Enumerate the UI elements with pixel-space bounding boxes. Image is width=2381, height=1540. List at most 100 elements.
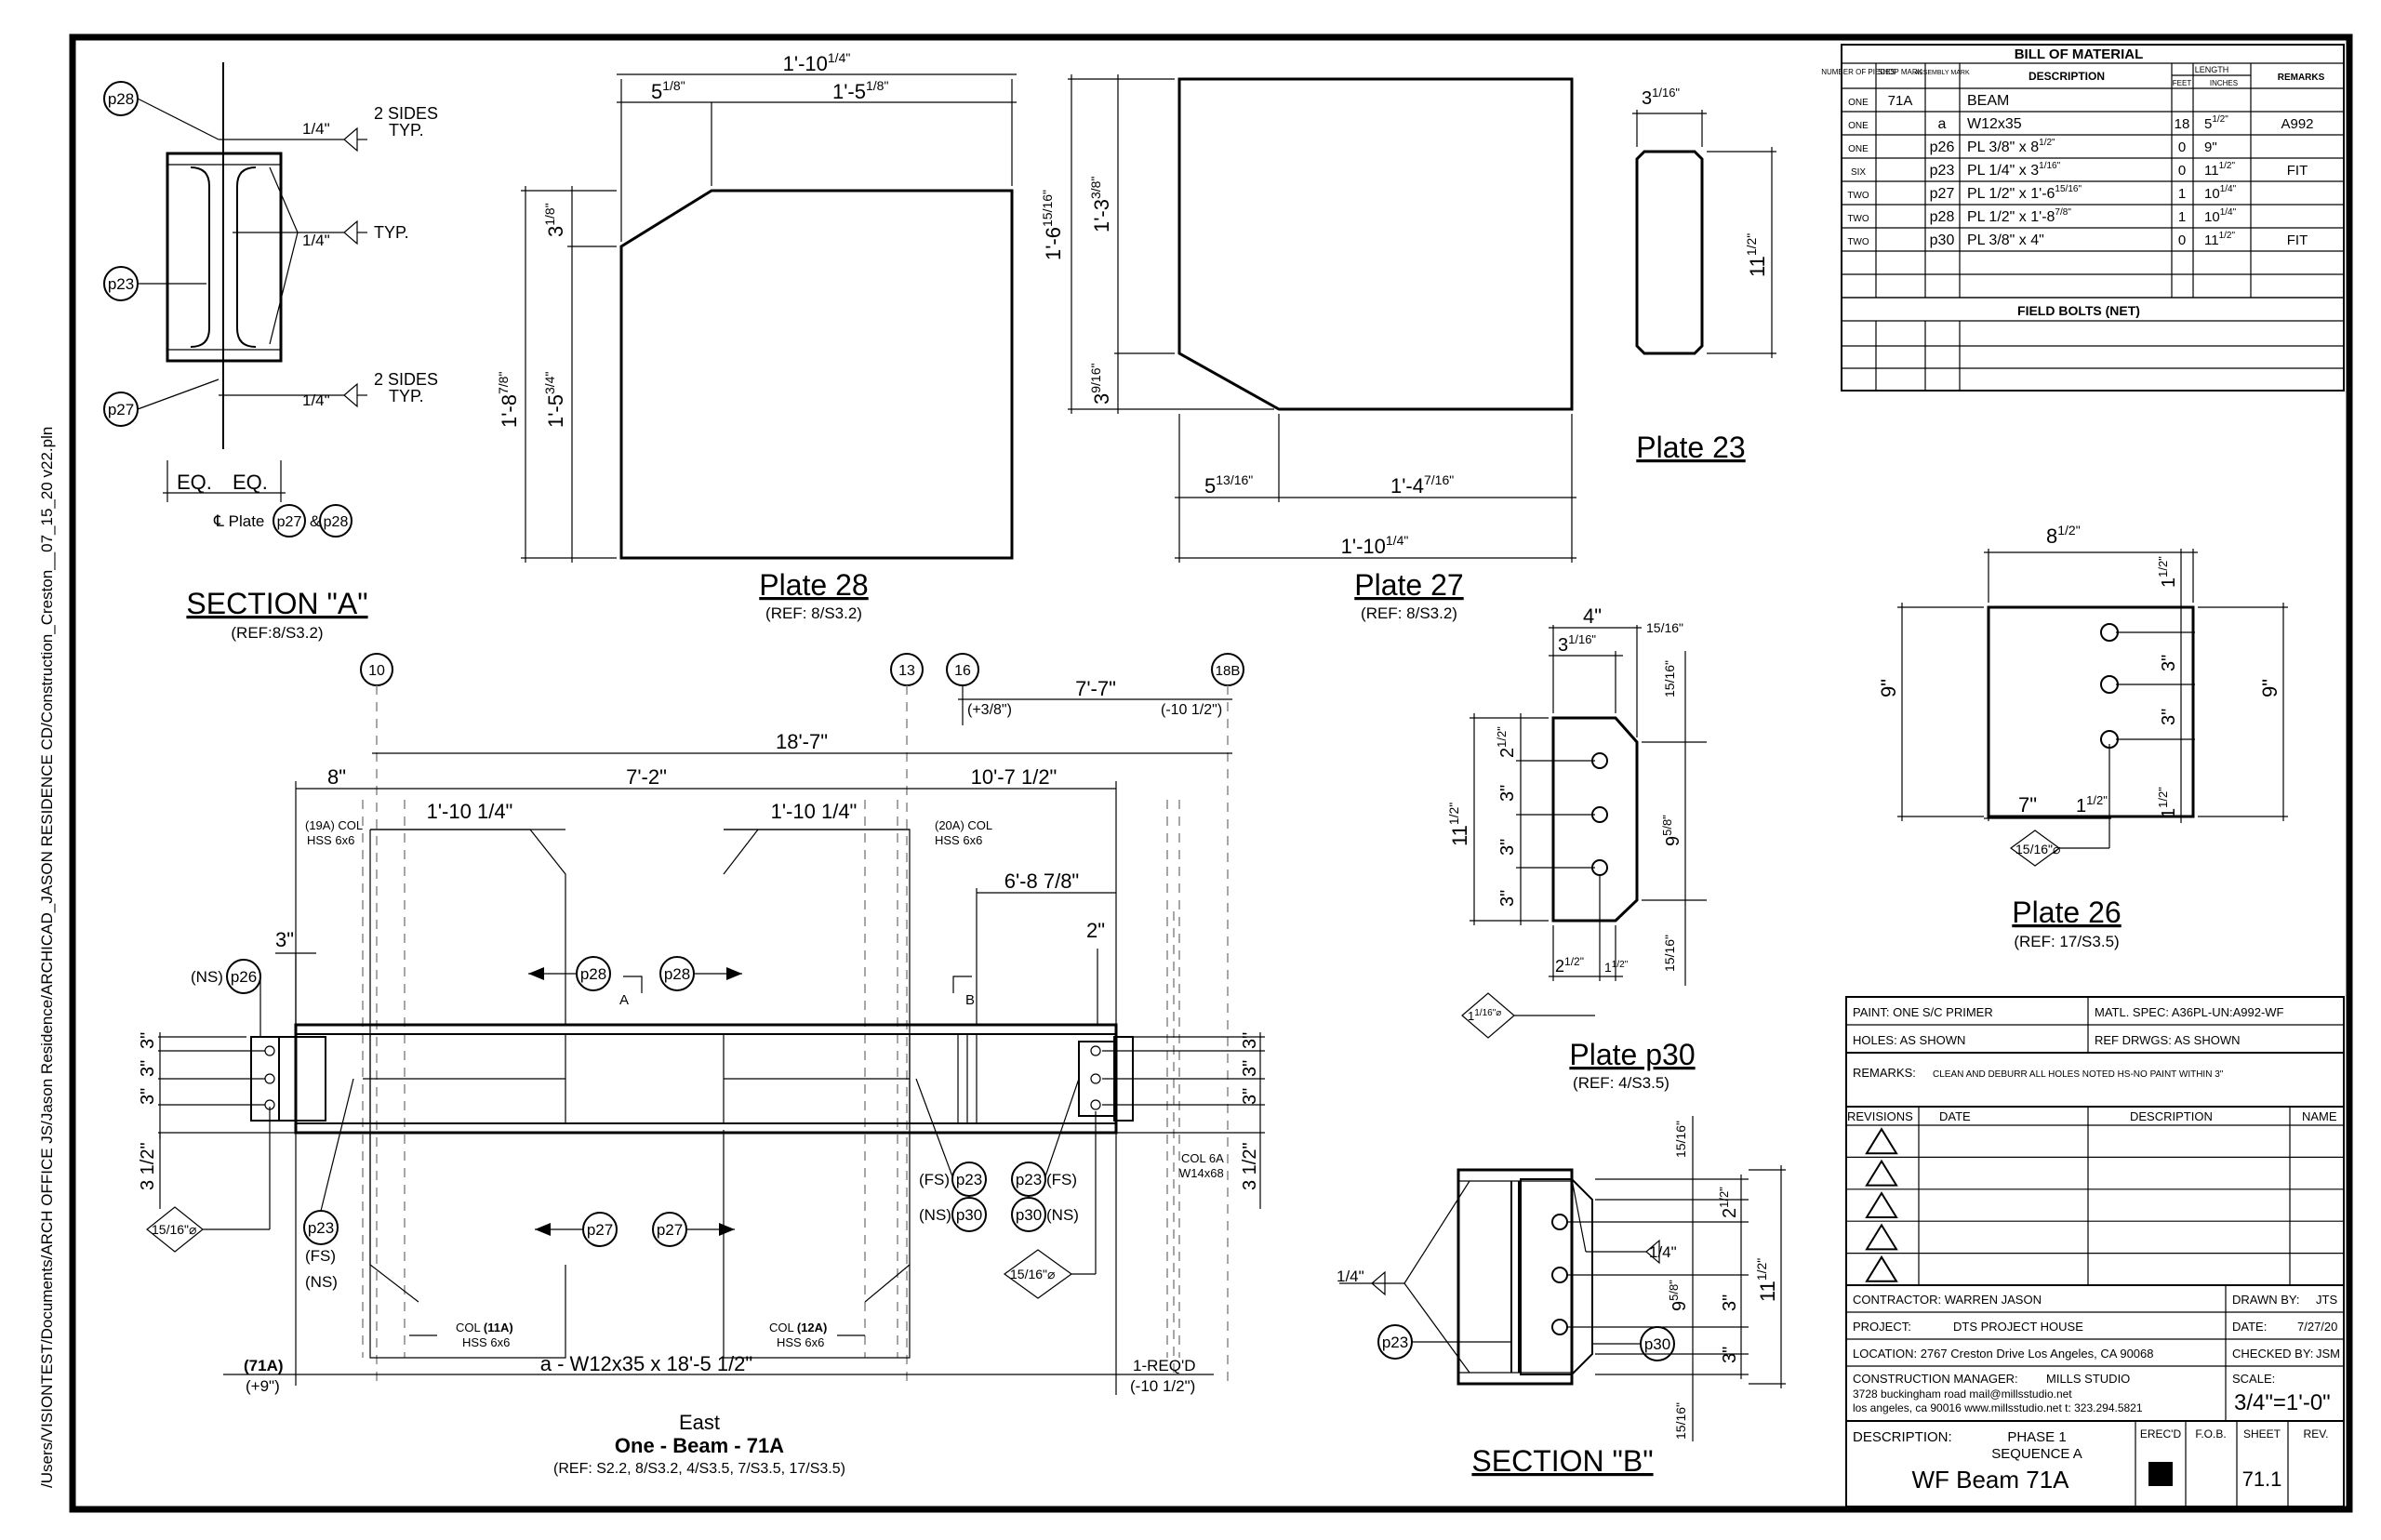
dim: 15/16" — [1646, 620, 1683, 635]
dim: 3 1/2" — [1240, 1142, 1260, 1190]
plate26-title: Plate 26 — [2012, 896, 2121, 929]
bom-inches: 101/4" — [2204, 207, 2237, 225]
dim: 3" — [138, 1088, 158, 1105]
req-offset: (-10 1/2") — [1130, 1377, 1195, 1395]
bom-cell: FIT — [2287, 232, 2308, 248]
bom-description: W12x35 — [1967, 116, 2022, 132]
callout-p28: p28 — [664, 965, 690, 983]
cl-p27: p27 — [277, 514, 302, 530]
bom-header: LENGTH — [2195, 65, 2229, 74]
dim: 11/2" — [2156, 787, 2179, 818]
bom-inches: 111/2" — [2204, 231, 2235, 248]
eq-dim: EQ. — [233, 471, 268, 494]
bom-cell: FIT — [2287, 163, 2308, 179]
dim: 11/2" — [2076, 793, 2108, 816]
weld-size: 1/4" — [1649, 1243, 1677, 1261]
cm-name: MILLS STUDIO — [2046, 1372, 2130, 1386]
dim: 8" — [327, 765, 346, 789]
bom-description: PL 1/4" x 31/16" — [1967, 161, 2061, 179]
rev-header: REVISIONS — [1847, 1109, 1913, 1123]
dim: 39/16" — [1088, 364, 1113, 405]
cm-address: los angeles, ca 90016 www.millsstudio.ne… — [1853, 1401, 2143, 1414]
sheet-number: 71.1 — [2242, 1467, 2282, 1491]
weld-note: 2 SIDES — [374, 370, 438, 389]
bom-cell: ONE — [1848, 98, 1869, 108]
callout-p23: p23 — [1382, 1334, 1408, 1351]
revision-triangle-icon — [1865, 1223, 1898, 1251]
dim: 7" — [2018, 793, 2037, 816]
dim: 1'-10 1/4" — [427, 800, 513, 823]
bom-cell: 1 — [2178, 186, 2186, 202]
callout-p23: p23 — [308, 1219, 334, 1237]
callout-p28: p28 — [580, 965, 606, 983]
plate-p30: 4" 31/16" 15/16" 111/2" 21/2" 3" 3" 3" 9… — [1446, 604, 1707, 1092]
dim: 95/8" — [1660, 815, 1683, 846]
col-label: (19A) COL — [305, 818, 363, 832]
grid-bubble: 13 — [898, 663, 915, 679]
cl-label: ℄ Plate — [213, 512, 264, 530]
cl-p28: p28 — [324, 514, 349, 530]
dim: 111/2" — [1744, 233, 1769, 277]
scale: 3/4"=1'-0" — [2234, 1390, 2331, 1415]
location: LOCATION: 2767 Creston Drive Los Angeles… — [1853, 1347, 2153, 1361]
col-label: HSS 6x6 — [307, 833, 354, 847]
bom-description: BEAM — [1967, 93, 2009, 109]
dim: 31/16" — [1642, 86, 1680, 109]
bom-cell: p26 — [1930, 139, 1955, 155]
callout-p27: p27 — [657, 1221, 683, 1239]
dim: 15/16" — [1673, 1402, 1688, 1440]
erecd-label: EREC'D — [2140, 1427, 2182, 1440]
weld-size: 1/4" — [302, 232, 330, 249]
dim: (+3/8") — [967, 702, 1012, 718]
drawing-name: WF Beam 71A — [1911, 1466, 2069, 1494]
file-path: /Users/VISIONTEST/Documents/ARCH OFFICE … — [38, 427, 56, 1488]
req-note: 1-REQ'D — [1133, 1357, 1195, 1374]
beam-title: One - Beam - 71A — [615, 1434, 784, 1457]
contractor: CONTRACTOR: WARREN JASON — [1853, 1293, 2042, 1307]
weld-note: TYP. — [374, 223, 409, 242]
note: (FS) — [919, 1171, 950, 1188]
bom-cell: ONE — [1848, 144, 1869, 154]
dim: 1'-47/16" — [1390, 472, 1454, 498]
dim: 11/2" — [2156, 556, 2179, 588]
dim: 51/8" — [651, 78, 685, 103]
callout-p23: p23 — [108, 275, 134, 293]
dim: 1'-10 1/4" — [771, 800, 858, 823]
project-label: PROJECT: — [1853, 1320, 1911, 1334]
bom-cell: 0 — [2178, 232, 2186, 248]
bom-cell: p30 — [1930, 232, 1955, 248]
plate30-ref: (REF: 4/S3.5) — [1573, 1074, 1669, 1092]
plate28-ref: (REF: 8/S3.2) — [765, 604, 862, 622]
dim: 10'-7 1/2" — [971, 765, 1057, 789]
holes-spec: HOLES: AS SHOWN — [1853, 1033, 1965, 1047]
bom-inches: 111/2" — [2204, 161, 2235, 179]
bom-description: PL 3/8" x 4" — [1967, 232, 2044, 248]
dim: 3" — [2159, 655, 2179, 671]
bom-cell: 1 — [2178, 209, 2186, 225]
dim: 31/8" — [542, 203, 567, 237]
section-b-title: SECTION "B" — [1471, 1444, 1653, 1478]
dim: 3" — [1497, 890, 1518, 907]
bom-header: SHOP MARK — [1878, 68, 1923, 76]
dim: 111/2" — [1446, 803, 1471, 846]
callout-p27: p27 — [587, 1221, 613, 1239]
bom-subheader: FEET — [2173, 79, 2192, 87]
dim: 7'-7" — [1075, 677, 1116, 700]
weld-size: 1/4" — [302, 120, 330, 138]
callout-p23: p23 — [956, 1171, 982, 1188]
dim: 3" — [2159, 709, 2179, 725]
revision-triangle-icon — [1865, 1191, 1898, 1218]
grid-bubble: 10 — [368, 663, 385, 679]
section-mark: A — [619, 992, 629, 1008]
bom-header: ASSEMBLY MARK — [1914, 70, 1970, 76]
dim: 3" — [1497, 839, 1518, 856]
dim: 21/2" — [1717, 1187, 1740, 1218]
bom-description: PL 1/2" x 1'-87/8" — [1967, 207, 2071, 225]
callout-p30: p30 — [1016, 1206, 1042, 1224]
bom-inches: 51/2" — [2204, 114, 2228, 132]
plate30-title: Plate p30 — [1569, 1038, 1695, 1071]
scale-label: SCALE: — [2232, 1372, 2275, 1386]
cm-address: 3728 buckingham road mail@millsstudio.ne… — [1853, 1387, 2072, 1401]
bom-cell: A992 — [2281, 116, 2313, 132]
